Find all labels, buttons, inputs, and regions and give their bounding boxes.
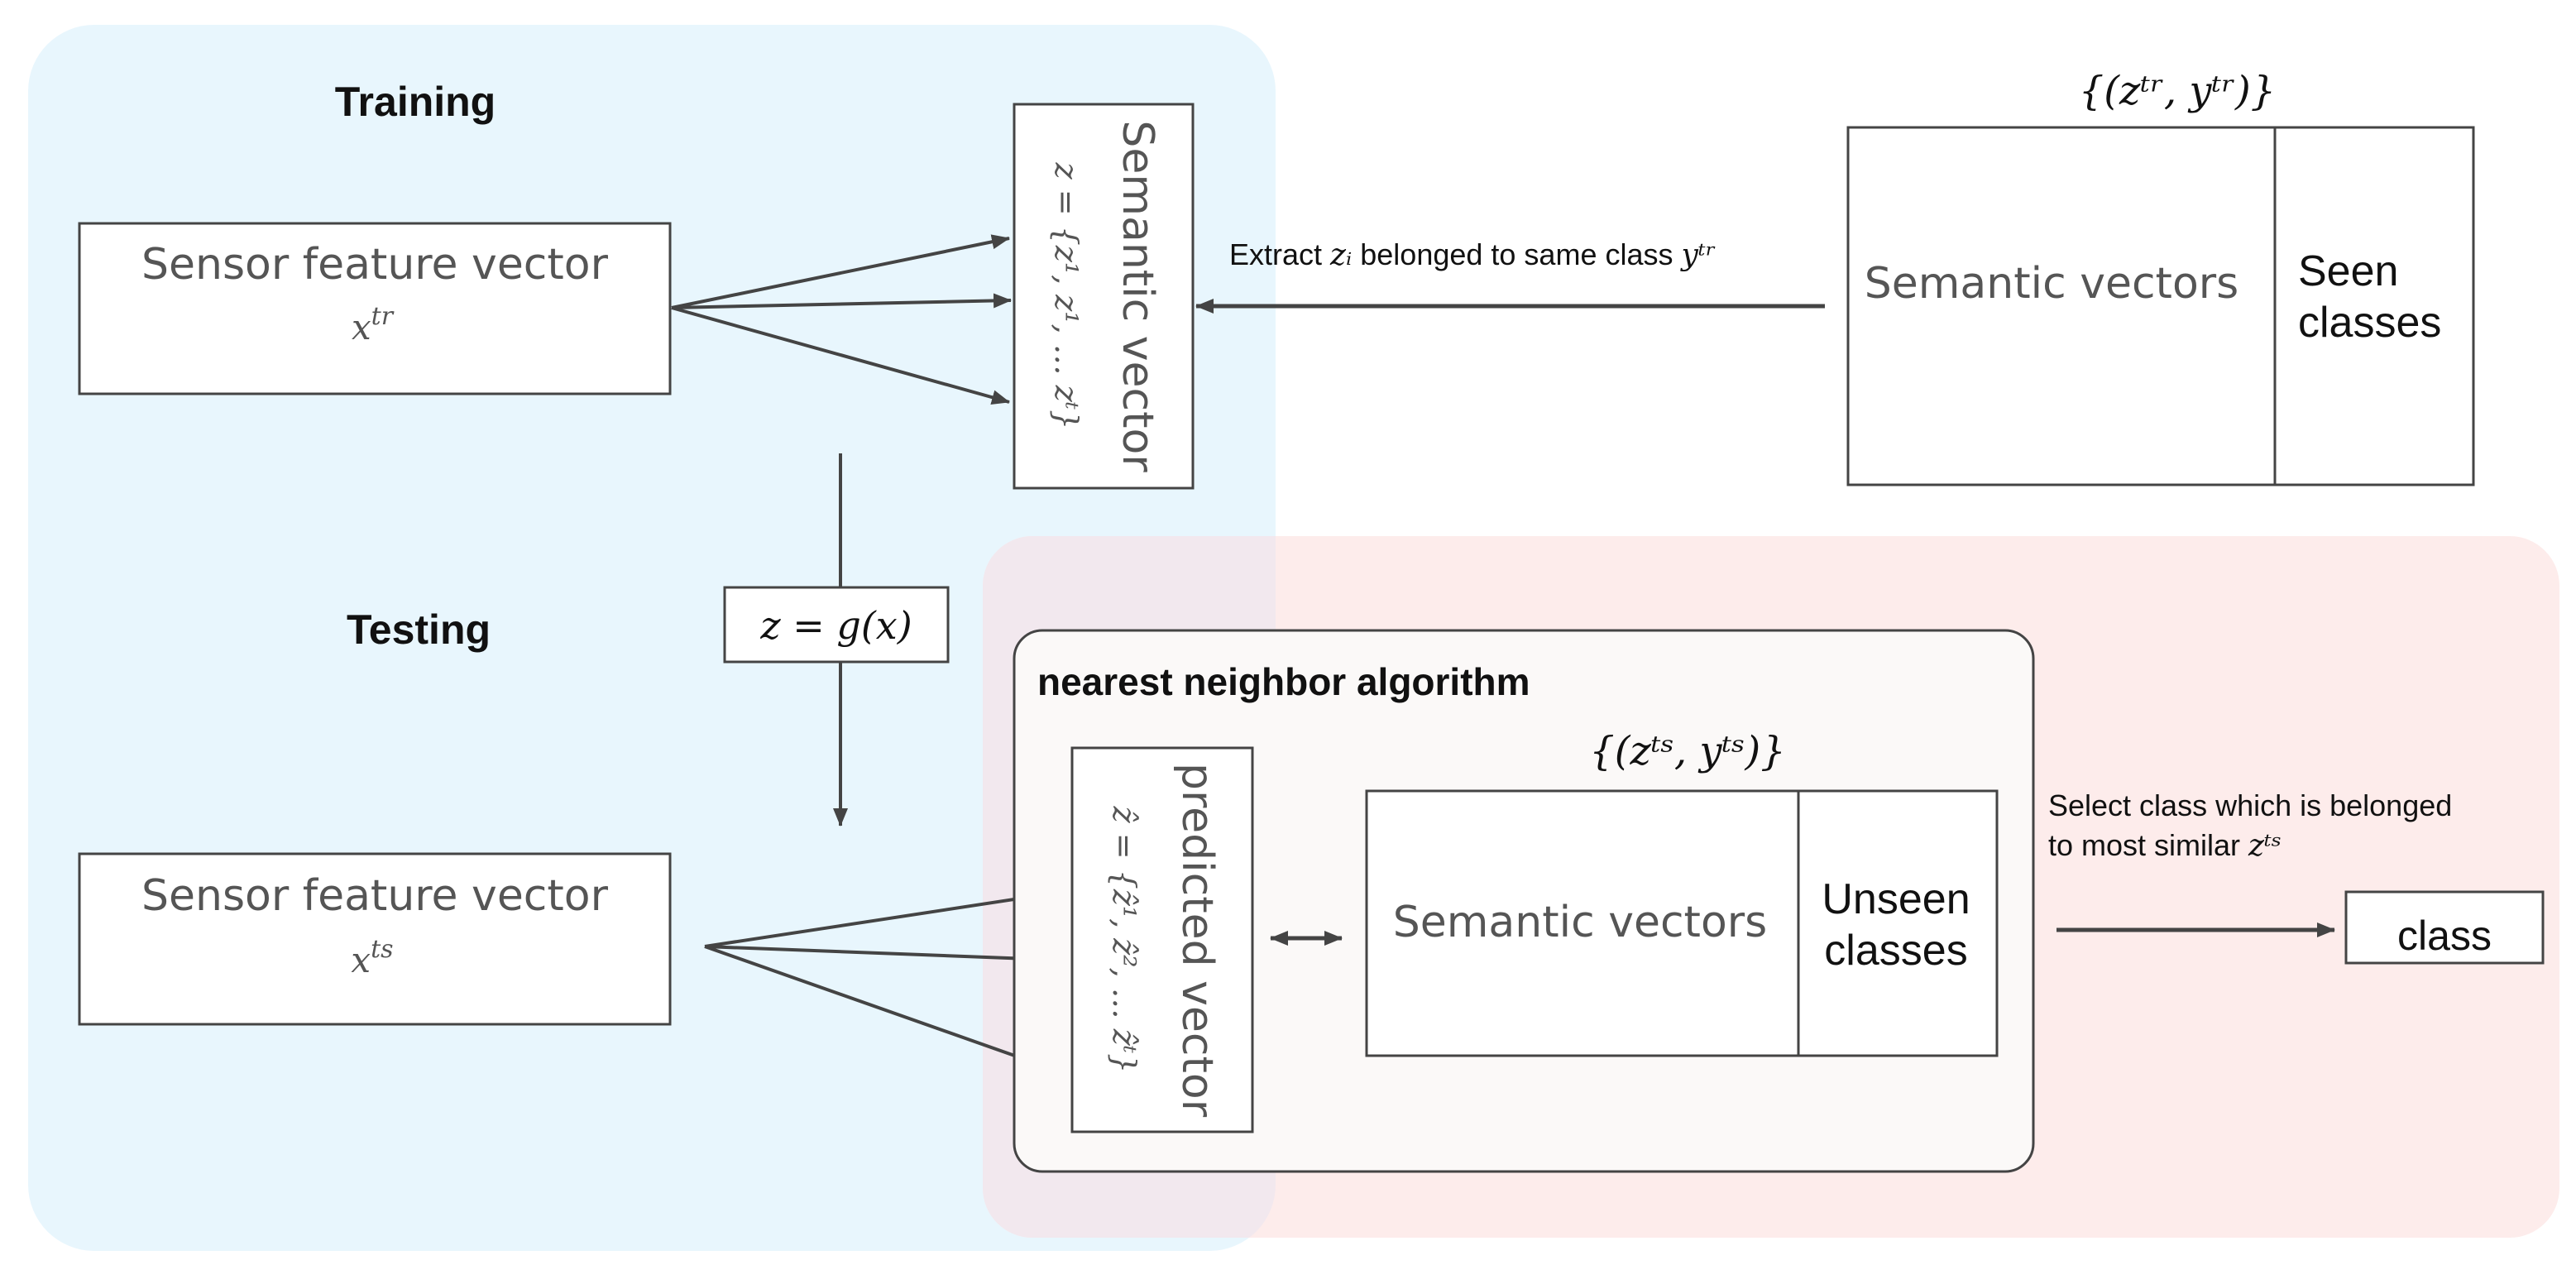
train-arrow-2 xyxy=(671,293,1012,309)
test-arrow-3 xyxy=(704,945,1053,1071)
testing-heading: Testing xyxy=(347,606,491,653)
semantic-vector-box: Semantic vector z = {z¹, z¹, … zᵗ} xyxy=(1013,103,1195,490)
mapping-label: z = g(x) xyxy=(759,603,912,648)
test-arrow-2 xyxy=(704,945,1053,967)
class-output-box: class xyxy=(2344,890,2545,965)
class-output-label: class xyxy=(2397,913,2492,959)
training-sensor-box: Sensor feature vector xtr xyxy=(78,222,672,395)
testing-sensor-variable: xts xyxy=(351,935,393,980)
seen-set-label: {(zᵗʳ, yᵗʳ)} xyxy=(2079,68,2276,114)
semantic-vector-title: Semantic vector xyxy=(1113,120,1162,472)
predicted-vector-formula: ẑ = {ẑ¹, ẑ², … ẑᵗ} xyxy=(1106,806,1142,1074)
unseen-table: Semantic vectors Unseen classes xyxy=(1365,789,1999,1057)
train-arrow-3 xyxy=(671,306,1010,405)
seen-classes-line1: Seen xyxy=(2298,247,2398,295)
unseen-semantic-vectors: Semantic vectors xyxy=(1393,898,1767,947)
training-heading: Training xyxy=(335,79,496,125)
seen-classes-line2: classes xyxy=(2298,299,2441,347)
training-sensor-title: Sensor feature vector xyxy=(141,240,609,290)
select-label-line2: to most similar zᵗˢ xyxy=(2048,828,2282,863)
testing-sensor-title: Sensor feature vector xyxy=(141,871,609,921)
seen-semantic-vectors: Semantic vectors xyxy=(1865,259,2238,309)
test-arrow-1 xyxy=(704,889,1053,948)
predicted-vector-title: predicted vector xyxy=(1172,763,1222,1118)
semantic-vector-formula: z = {z¹, z¹, … zᵗ} xyxy=(1048,162,1085,430)
unseen-set-label: {(zᵗˢ, yᵗˢ)} xyxy=(1589,728,1785,774)
train-arrow-1 xyxy=(671,234,1010,309)
nn-algorithm-title: nearest neighbor algorithm xyxy=(1037,660,1530,703)
predicted-vector-box: predicted vector ẑ = {ẑ¹, ẑ², … ẑᵗ} xyxy=(1070,746,1254,1133)
unseen-classes-line1: Unseen xyxy=(1822,875,1970,923)
seen-table: Semantic vectors Seen classes xyxy=(1846,126,2475,486)
mapping-box: z = g(x) xyxy=(723,586,950,664)
training-sensor-variable: xtr xyxy=(352,302,395,347)
unseen-classes-line2: classes xyxy=(1824,927,1967,975)
select-label-line1: Select class which is belonged xyxy=(2048,788,2452,822)
extract-label: Extract zᵢ belonged to same class yᵗʳ xyxy=(1229,237,1716,272)
testing-sensor-box: Sensor feature vector xts xyxy=(78,852,672,1026)
